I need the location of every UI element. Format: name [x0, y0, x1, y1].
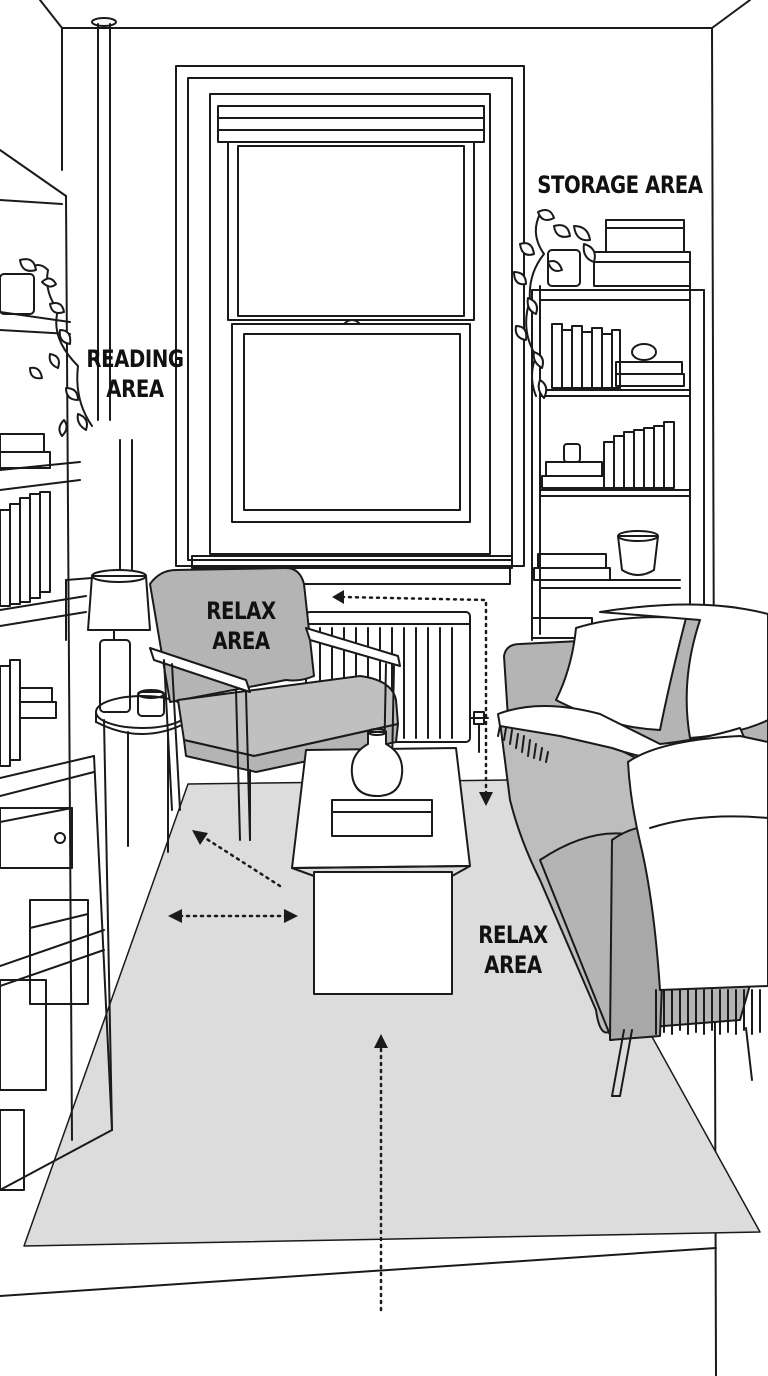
armchair [149, 567, 401, 841]
relax-area-chair-label: RELAX AREA [196, 596, 286, 656]
relax-area-sofa-line1: RELAX [478, 921, 548, 949]
path-arrows [178, 595, 488, 1312]
storage-area-text: STORAGE AREA [537, 171, 703, 199]
right-bookshelf [531, 219, 705, 641]
sofa-pillow [555, 603, 768, 739]
table-lamp [65, 569, 151, 713]
reading-area-line2: AREA [106, 375, 164, 403]
arrow-heads [168, 590, 493, 1048]
relax-area-chair-line2: AREA [212, 627, 270, 655]
relax-area-sofa-label: RELAX AREA [468, 920, 558, 980]
vase [350, 728, 404, 797]
window [175, 65, 525, 585]
right-plant [513, 209, 596, 399]
left-plant [0, 258, 93, 437]
coffee-table [291, 747, 471, 995]
storage-area-label: STORAGE AREA [537, 170, 703, 200]
relax-area-sofa-line2: AREA [484, 951, 542, 979]
throw-blanket [497, 705, 768, 1035]
reading-area-label: READING AREA [82, 344, 189, 404]
relax-area-chair-line1: RELAX [206, 597, 276, 625]
reading-area-line1: READING [86, 345, 184, 373]
